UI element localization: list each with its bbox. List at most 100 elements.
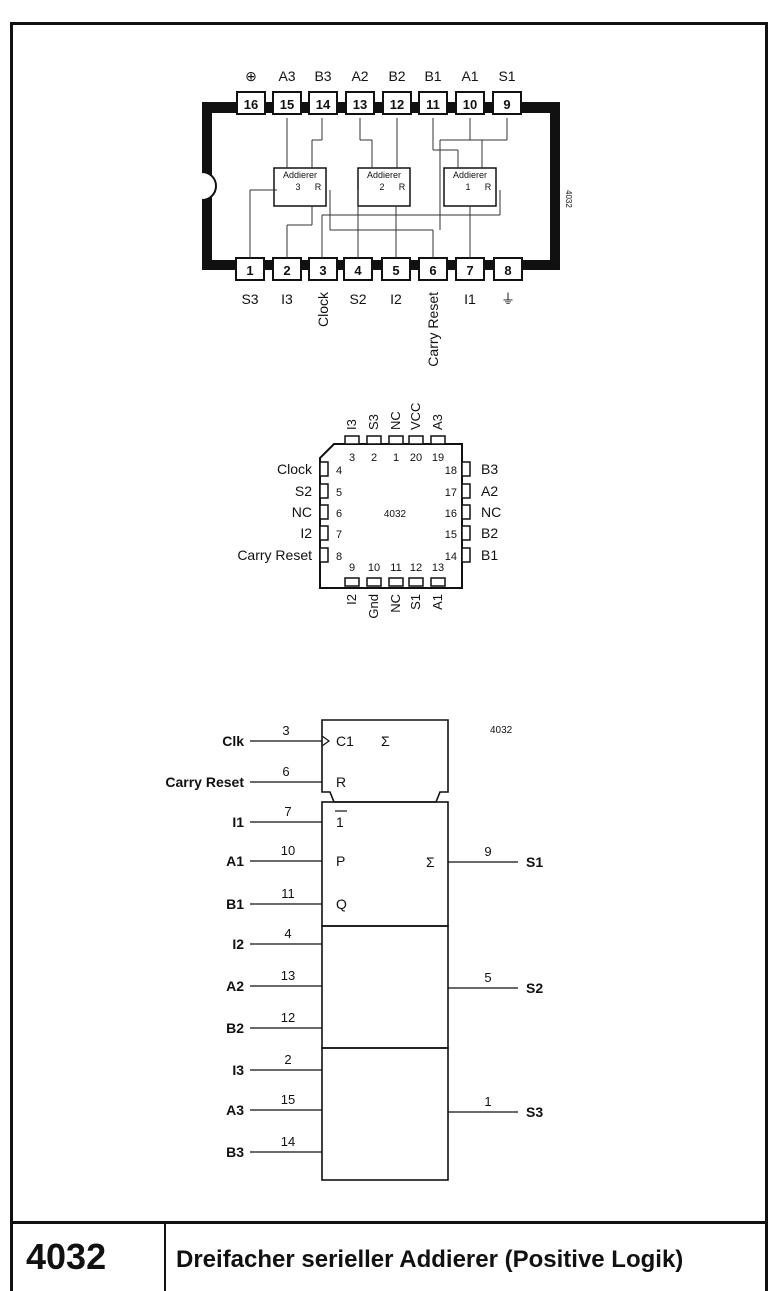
- plcc-pin-number: 19: [432, 452, 444, 464]
- dip-pin-box: [382, 91, 412, 115]
- input-label: A1: [226, 853, 244, 869]
- dip-pin-label: B3: [314, 68, 331, 84]
- plcc-pin-number: 6: [336, 508, 342, 520]
- plcc-pin-number: 14: [445, 551, 457, 563]
- plcc-pin-label: B1: [481, 547, 498, 563]
- plcc-pin-pad: [344, 435, 360, 445]
- plcc-pin-label: VCC: [408, 403, 423, 430]
- plcc-pin-pad: [461, 547, 471, 563]
- plcc-pin-pad: [461, 525, 471, 541]
- plcc-pin-number: 12: [410, 562, 422, 574]
- plcc-pin-pad: [461, 483, 471, 499]
- dip-pin-number: 11: [426, 97, 440, 112]
- plcc-pin-number: 15: [445, 529, 457, 541]
- adder-title: Addierer: [283, 170, 317, 180]
- plcc-pin-pad: [408, 577, 424, 587]
- input-inner: Q: [336, 896, 347, 912]
- plcc-pin-number: 20: [410, 452, 422, 464]
- dip-pin-number: 10: [463, 97, 477, 112]
- dip-pin-label: A2: [351, 68, 368, 84]
- control-label: Carry Reset: [165, 774, 244, 790]
- part-title: Dreifacher serieller Addierer (Positive …: [176, 1246, 684, 1273]
- plcc-pin-label: Clock: [277, 461, 313, 477]
- input-label: B2: [226, 1020, 244, 1036]
- dip-pin-number: 9: [503, 97, 510, 112]
- dip-notch: [201, 171, 217, 201]
- adder-reset-label: R: [315, 182, 322, 192]
- adder-section-3: [321, 1047, 449, 1181]
- dip-pin-box: [492, 91, 522, 115]
- plcc-pin-pad: [319, 504, 329, 520]
- plcc-pin-number: 8: [336, 551, 342, 563]
- adder-number: 3: [295, 182, 300, 192]
- plcc-center-code: 4032: [384, 509, 407, 520]
- adder-block: [443, 167, 497, 207]
- dip-pin-number: 14: [316, 97, 331, 112]
- adder-number: 2: [379, 182, 384, 192]
- logic-code: 4032: [490, 725, 513, 736]
- plcc-pin-pad: [319, 547, 329, 563]
- plcc-pin-label: NC: [388, 411, 403, 430]
- input-pin: 7: [284, 804, 291, 819]
- output-pin: 1: [484, 1094, 491, 1109]
- page-frame: [10, 22, 768, 1291]
- input-label: B1: [226, 896, 244, 912]
- plcc-pin-label: NC: [292, 504, 312, 520]
- dip-pin-label: I1: [464, 291, 476, 307]
- dip-pin-label: Carry Reset: [425, 292, 441, 367]
- dip-pin-label: S2: [349, 291, 366, 307]
- adder-title: Addierer: [367, 170, 401, 180]
- control-sigma: Σ: [381, 733, 390, 749]
- plcc-pin-label: S2: [295, 483, 312, 499]
- dip-pin-label: I2: [390, 291, 402, 307]
- dip-pin-number: 8: [504, 263, 511, 278]
- dip-pin-number: 15: [280, 97, 294, 112]
- plcc-pin-label: A2: [481, 483, 498, 499]
- input-label: I3: [232, 1062, 244, 1078]
- input-pin: 10: [281, 843, 295, 858]
- plcc-pin-pad: [388, 577, 404, 587]
- adder-block: [273, 167, 327, 207]
- plcc-pin-pad: [319, 525, 329, 541]
- plcc-pin-pad: [319, 461, 329, 477]
- plcc-pin-label: Carry Reset: [237, 547, 312, 563]
- output-label: S2: [526, 980, 543, 996]
- plcc-pin-pad: [388, 435, 404, 445]
- plcc-pin-label: NC: [388, 594, 403, 613]
- input-pin: 11: [281, 886, 295, 901]
- dip-pin-number: 16: [244, 97, 258, 112]
- plcc-pin-number: 11: [390, 562, 401, 574]
- plcc-pin-number: 18: [445, 465, 457, 477]
- plcc-pin-label: I2: [344, 594, 359, 605]
- part-number: 4032: [26, 1236, 107, 1277]
- plcc-pin-label: I2: [300, 525, 312, 541]
- adder-block: [357, 167, 411, 207]
- control-inner: R: [336, 774, 346, 790]
- dip-pin-label: I3: [281, 291, 293, 307]
- plcc-pin-pad: [408, 435, 424, 445]
- footer-bar: [10, 1221, 768, 1291]
- input-pin: 13: [281, 968, 295, 983]
- plcc-pin-label: S1: [408, 594, 423, 610]
- adder-section-2: [321, 925, 449, 1049]
- input-label: A2: [226, 978, 244, 994]
- plcc-pin-label: A3: [430, 414, 445, 430]
- input-inner: 1: [336, 814, 344, 830]
- dip-pin-number: 4: [354, 263, 362, 278]
- dip-pin-box: [308, 257, 338, 281]
- output-label: S1: [526, 854, 543, 870]
- plcc-pin-pad: [430, 577, 446, 587]
- plcc-pin-number: 3: [349, 452, 355, 464]
- plcc-package: 4032 3I32S31NC20VCC19A39I210Gnd11NC12S11…: [237, 403, 501, 619]
- input-pin: 15: [281, 1092, 295, 1107]
- output-pin: 9: [484, 844, 491, 859]
- plcc-pin-pad: [430, 435, 446, 445]
- dip-pin-label: S1: [498, 68, 515, 84]
- adder-title: Addierer: [453, 170, 487, 180]
- input-label: I2: [232, 936, 244, 952]
- dip-pin-label: S3: [241, 291, 258, 307]
- plcc-pin-label: S3: [366, 414, 381, 430]
- plcc-pin-number: 17: [445, 487, 457, 499]
